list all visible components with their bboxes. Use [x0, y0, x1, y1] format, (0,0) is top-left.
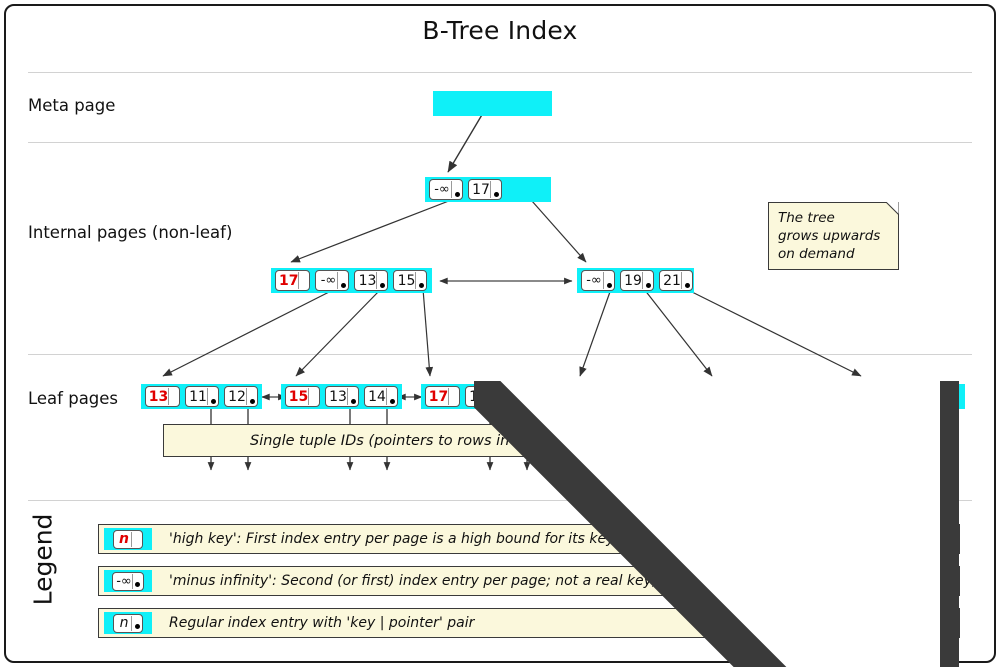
pointer-dot-icon	[389, 398, 395, 404]
index-entry-minus-infinity[interactable]: -∞	[429, 179, 463, 200]
index-entry-regular[interactable]: 11	[185, 386, 219, 407]
pointer-dot-icon	[493, 191, 499, 197]
key-pointer-divider	[308, 388, 309, 405]
key-pointer-divider	[246, 388, 247, 405]
key-pointer-divider	[415, 272, 417, 289]
index-entry-regular[interactable]: 13	[354, 270, 389, 291]
key-pointer-divider	[168, 388, 169, 405]
index-entry-key: 15	[397, 272, 416, 289]
index-entry-regular[interactable]: 15	[393, 270, 428, 291]
key-pointer-divider	[448, 388, 449, 405]
key-pointer-divider	[131, 531, 132, 547]
index-entry-key: 12	[228, 388, 246, 405]
pointer-dot-icon	[135, 582, 141, 587]
index-entry-regular[interactable]: 14	[364, 386, 398, 407]
row-label-legend: Legend	[28, 513, 58, 606]
index-entry-high-key[interactable]: 17	[425, 386, 460, 407]
index-entry-regular[interactable]: 19	[620, 270, 654, 291]
index-entry-key: -∞	[320, 273, 337, 288]
index-entry-minus-infinity[interactable]: -∞	[315, 270, 350, 291]
pointer-dot-icon	[210, 398, 216, 404]
separator-2	[28, 142, 972, 143]
key-pointer-divider	[298, 272, 300, 289]
index-entry-minus-infinity[interactable]: -∞	[581, 270, 615, 291]
separator-4	[28, 500, 972, 501]
leaf-page-2[interactable]: 15 13 14	[281, 384, 402, 409]
index-entry-key: 13	[329, 388, 347, 405]
row-label-internal: Internal pages (non-leaf)	[28, 223, 233, 242]
meta-page[interactable]	[433, 91, 552, 116]
index-entry-key: 17	[428, 388, 449, 405]
pointer-dot-icon	[340, 282, 346, 288]
index-entry-key: -∞	[116, 573, 132, 589]
note-text: The tree grows upwards on demand	[778, 210, 881, 262]
key-pointer-divider	[642, 272, 643, 289]
key-pointer-divider	[376, 272, 378, 289]
index-entry-regular[interactable]: 17	[468, 179, 502, 200]
leaf-page-1[interactable]: 13 11 12	[141, 384, 262, 409]
root-page[interactable]: -∞ 17	[425, 177, 551, 202]
separator-3	[28, 354, 972, 355]
index-entry-key: 11	[189, 388, 207, 405]
index-entry-key: 17	[472, 181, 490, 198]
index-entry-high-key[interactable]: 15	[285, 386, 320, 407]
pointer-dot-icon	[454, 191, 460, 197]
separator-1	[28, 72, 972, 73]
internal-page-right[interactable]: -∞ 19 21	[577, 268, 694, 293]
key-pointer-divider	[681, 272, 682, 289]
legend-swatch: -∞	[104, 570, 152, 592]
pointer-dot-icon	[418, 282, 424, 288]
key-pointer-divider	[131, 573, 133, 589]
index-entry-key: -∞	[434, 182, 450, 197]
pointer-dot-icon	[684, 282, 690, 288]
index-entry-regular[interactable]: 12	[224, 386, 258, 407]
index-entry-key: n	[119, 531, 129, 547]
key-pointer-divider	[131, 615, 132, 631]
index-entry-key: 21	[663, 272, 681, 289]
pointer-dot-icon	[645, 282, 651, 288]
internal-page-left[interactable]: 17 -∞ 13 15	[271, 268, 432, 293]
legend-text: Regular index entry with 'key | pointer'…	[169, 615, 475, 631]
key-pointer-divider	[386, 388, 387, 405]
pointer-dot-icon	[134, 624, 140, 629]
index-entry-key: 13	[358, 272, 377, 289]
folded-corner-icon	[886, 202, 899, 215]
index-entry-regular[interactable]: 21	[659, 270, 693, 291]
legend-swatch: n	[104, 528, 152, 550]
index-entry-high-key[interactable]: 13	[145, 386, 180, 407]
pointer-dot-icon	[350, 398, 356, 404]
legend-entry-sample[interactable]: -∞	[112, 571, 144, 591]
index-entry-key: 17	[279, 272, 299, 289]
pointer-dot-icon	[606, 282, 612, 288]
index-entry-regular[interactable]: 13	[325, 386, 359, 407]
note-tree-grows-upwards: The tree grows upwards on demand	[768, 202, 899, 270]
key-pointer-divider	[603, 272, 604, 289]
index-entry-key: 14	[368, 388, 386, 405]
key-pointer-divider	[207, 388, 208, 405]
legend-row-regular: n Regular index entry with 'key | pointe…	[98, 380, 960, 667]
key-pointer-divider	[451, 181, 452, 198]
legend-entry-sample[interactable]: n	[113, 613, 143, 633]
index-entry-key: 13	[148, 388, 169, 405]
key-pointer-divider	[347, 388, 348, 405]
page-title: B-Tree Index	[422, 16, 578, 45]
index-entry-key: 19	[624, 272, 642, 289]
index-entry-key: 15	[288, 388, 309, 405]
key-pointer-divider	[490, 181, 491, 198]
key-pointer-divider	[337, 272, 339, 289]
legend-swatch: n	[104, 612, 152, 634]
index-entry-high-key[interactable]: 17	[275, 270, 311, 291]
index-entry-key: -∞	[586, 273, 602, 288]
index-entry-key: n	[119, 615, 129, 631]
legend-entry-sample[interactable]: n	[113, 529, 143, 549]
row-label-leaf: Leaf pages	[28, 389, 119, 408]
folded-corner-icon	[474, 380, 959, 667]
pointer-dot-icon	[249, 398, 255, 404]
row-label-meta: Meta page	[28, 96, 116, 115]
pointer-dot-icon	[379, 282, 385, 288]
